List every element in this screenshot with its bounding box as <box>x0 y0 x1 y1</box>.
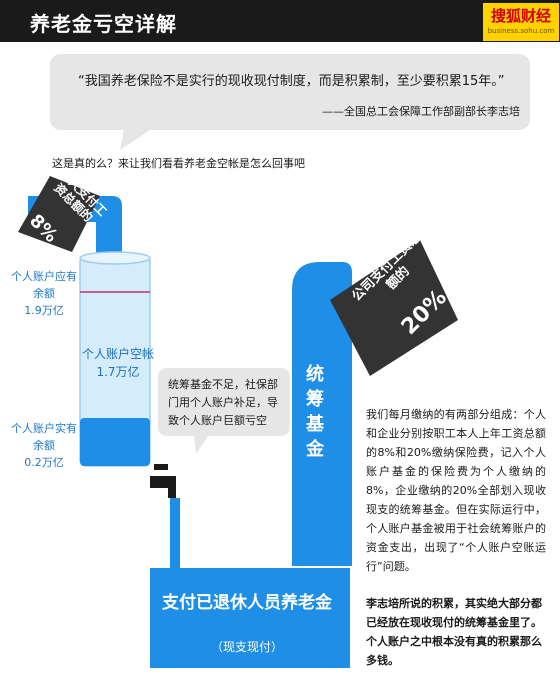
payout-title: 支付已退休人员养老金 <box>162 593 332 613</box>
tank-rim <box>79 251 151 265</box>
actual-balance-value: 0.2万亿 <box>24 456 64 469</box>
company-tag <box>330 240 458 376</box>
should-balance-title: 个人账户应有余额 <box>11 270 77 300</box>
pooled-fund-pipe <box>292 262 352 566</box>
quote-bubble <box>50 54 530 150</box>
page-title: 养老金亏空详解 <box>30 12 177 36</box>
shortfall-bubble <box>158 368 290 454</box>
empty-account-label: 个人账户空帐 1.7万亿 <box>78 345 158 381</box>
explanation-text: 我们每月缴纳的有两部分组成：个人和企业分别按职工本人上年工资总额的8%和20%缴… <box>366 408 546 573</box>
faucet-drop <box>168 488 176 498</box>
question-text: 这是真的么？来让我们看看养老金空帐是怎么回事吧 <box>52 157 305 170</box>
pooled-fund-label: 统筹基金 <box>306 364 324 460</box>
shortfall-note: 统筹基金不足，社保部门用个人账户补足，导致个人账户巨额亏空 <box>168 378 278 427</box>
should-balance-value: 1.9万亿 <box>24 304 64 317</box>
conclusion-text: 李志培所说的积累，其实绝大部分都已经放在现收现付的统筹基金里了。个人账户之中根本… <box>366 597 542 667</box>
header-bar <box>0 0 560 42</box>
faucet-spout <box>150 476 176 488</box>
faucet-handle <box>154 464 168 470</box>
quote-source: ——全国总工会保障工作部副部长李志培 <box>322 105 520 118</box>
should-balance-label: 个人账户应有余额 1.9万亿 <box>10 268 78 319</box>
actual-balance-label: 个人账户实有余额 0.2万亿 <box>10 420 78 471</box>
empty-account-title: 个人账户空帐 <box>81 347 154 361</box>
actual-balance-title: 个人账户实有余额 <box>11 422 77 452</box>
payout-pool <box>150 568 350 668</box>
personal-tag <box>18 176 100 252</box>
quote-text: “我国养老保险不是实行的现收现付制度，而是积累制，至少要积累15年。” <box>78 74 505 89</box>
sohu-logo[interactable]: 搜狐财经 business.sohu.com <box>483 3 559 41</box>
tank-water <box>80 418 150 466</box>
logo-name: 搜狐财经 <box>490 7 551 25</box>
drain-pipe <box>170 498 180 568</box>
empty-account-value: 1.7万亿 <box>96 365 140 379</box>
payout-subtitle: （现支现付） <box>210 640 283 654</box>
logo-url: business.sohu.com <box>487 27 555 35</box>
